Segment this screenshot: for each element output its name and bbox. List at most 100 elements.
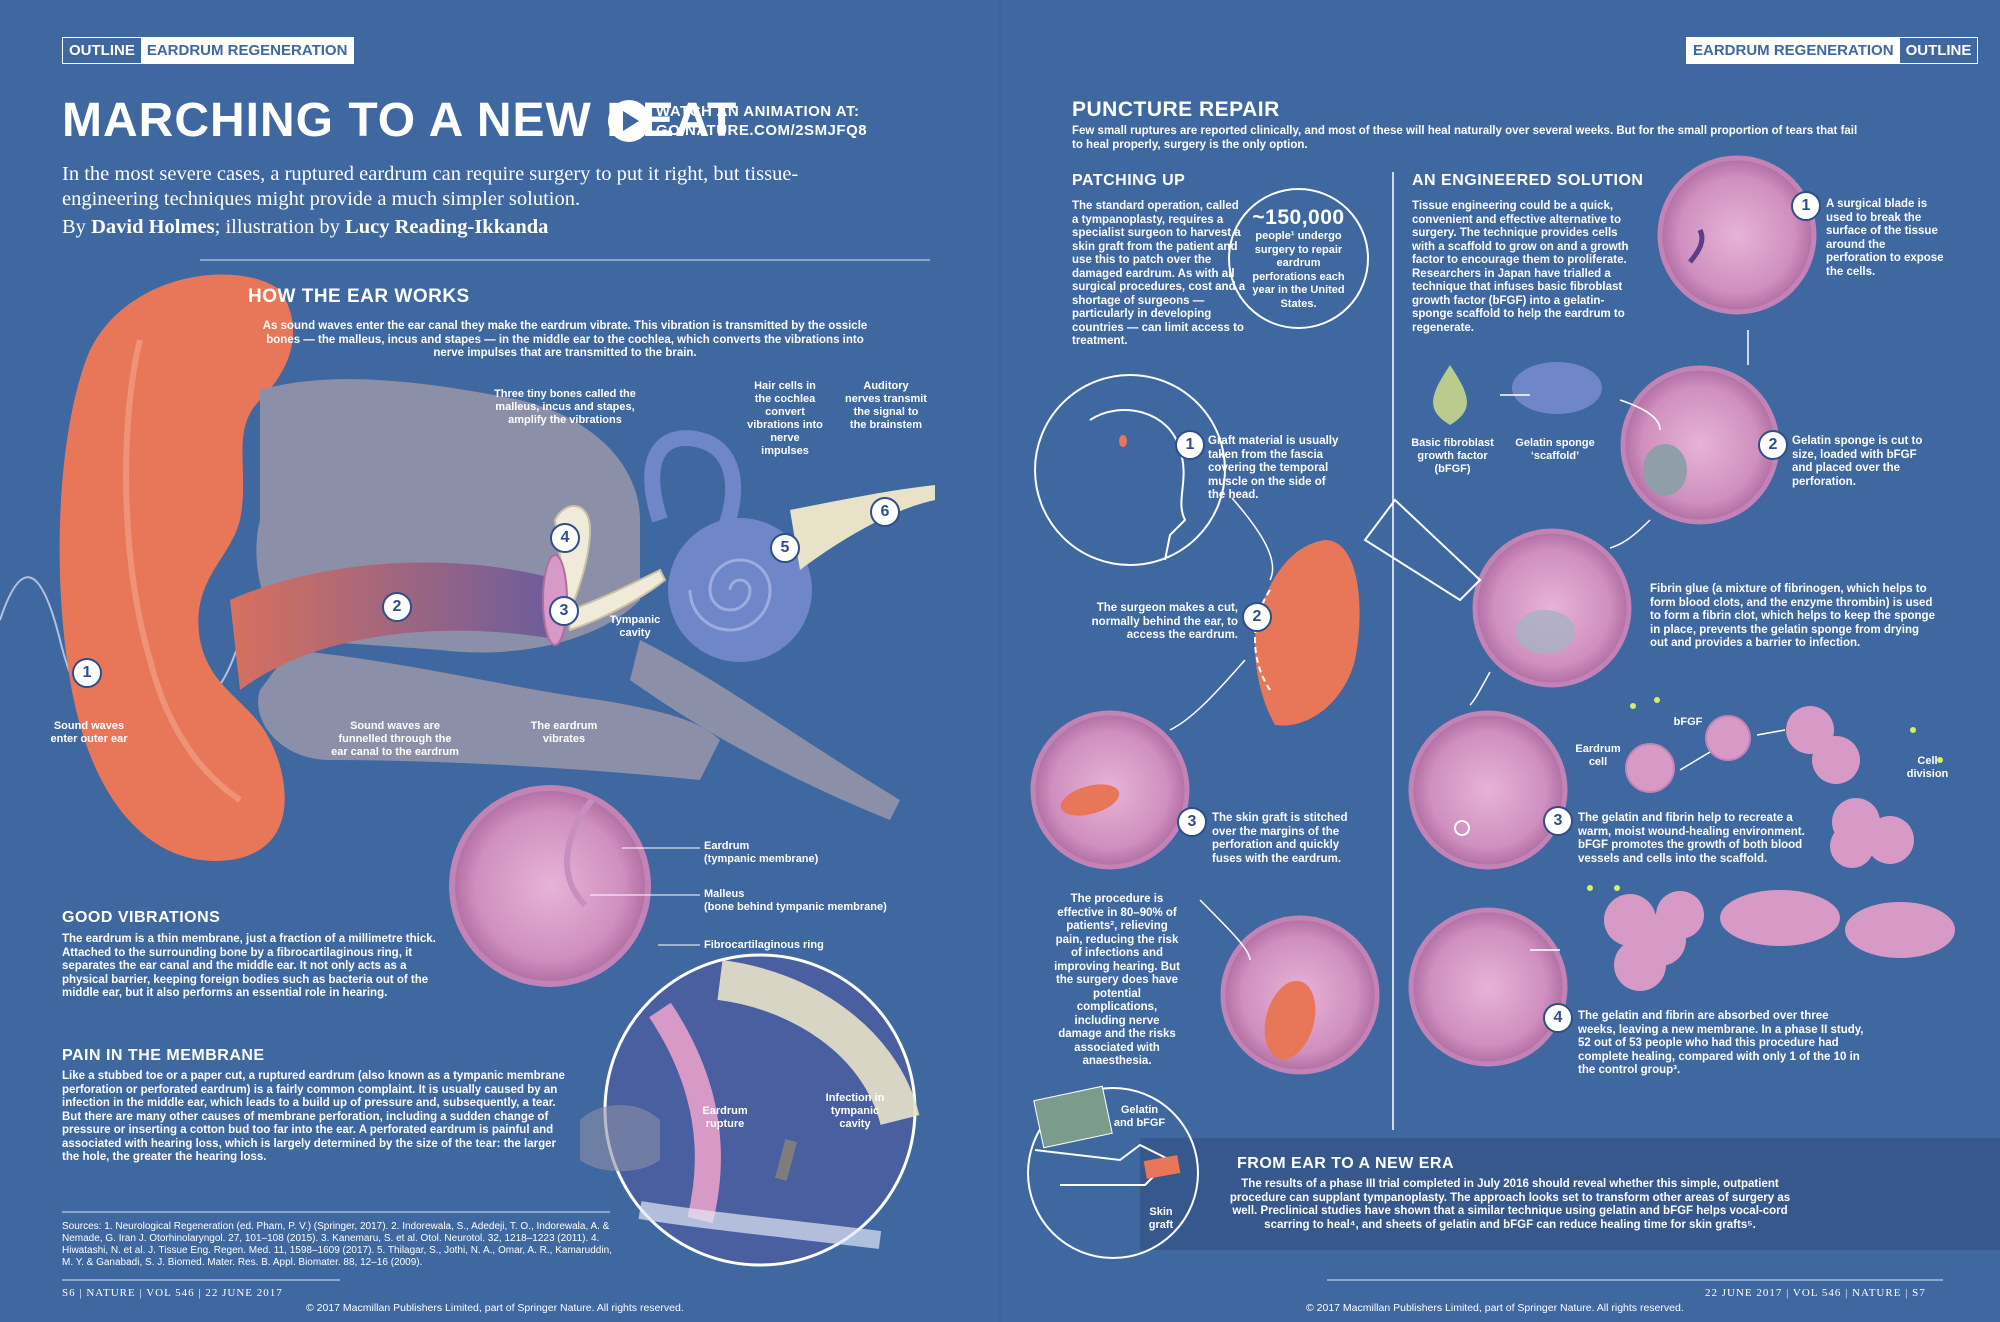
byline-mid: ; illustration by: [214, 216, 346, 238]
watch-line-1: WATCH AN ANIMATION AT:: [656, 103, 860, 120]
eustachian-tube: [630, 640, 900, 820]
good-vibrations-heading: GOOD VIBRATIONS: [62, 909, 221, 926]
patch-step-3-badge: 3: [1177, 807, 1207, 837]
step-6-label: Auditory nerves transmit the signal to t…: [845, 380, 927, 431]
stat-circle: ~150,000 people¹ undergo surgery to repa…: [1228, 188, 1369, 329]
good-vibrations-text: The eardrum is a thin membrane, just a f…: [62, 933, 436, 999]
bfgf-label: Basic fibroblast growth factor (bFGF): [1411, 437, 1494, 475]
eng-step-4-text: The gelatin and fibrin are absorbed over…: [1578, 1010, 1864, 1076]
eardrum-cell: [1625, 743, 1675, 793]
eng-step-1-text: A surgical blade is used to break the su…: [1826, 198, 1944, 278]
outer-ear-shape: [59, 274, 294, 861]
patch-step-2-text: The surgeon makes a cut, normally behind…: [1091, 602, 1238, 641]
patching-heading: PATCHING UP: [1072, 172, 1186, 189]
cell-division-label: Cell division: [1906, 755, 1949, 780]
bfgf-small-label: bFGF: [1673, 716, 1703, 728]
sponge-label: Gelatin sponge ‘scaffold’: [1515, 437, 1595, 462]
play-icon[interactable]: [608, 100, 650, 142]
patch-step-1-badge: 1: [1175, 430, 1205, 460]
step-5-badge: 5: [770, 533, 800, 563]
engineered-heading: AN ENGINEERED SOLUTION: [1412, 172, 1644, 189]
left-section-tag: OUTLINE EARDRUM REGENERATION: [62, 37, 355, 64]
eng-step-1-badge: 1: [1791, 191, 1821, 221]
byline-author: David Holmes: [91, 216, 215, 238]
eng-membrane-3: [1472, 528, 1632, 688]
watch-animation-link[interactable]: WATCH AN ANIMATION AT: GO.NATURE.COM/2SM…: [656, 102, 867, 140]
skin-graft-label: Skin graft: [1148, 1206, 1174, 1231]
footer-left: S6 | NATURE | VOL 546 | 22 JUNE 2017: [62, 1287, 283, 1299]
right-outline-tag: OUTLINE: [1905, 42, 1972, 59]
surgery-ear: [1255, 540, 1360, 726]
head-outline: [1034, 374, 1226, 566]
step-4-label: Three tiny bones called the malleus, inc…: [494, 388, 636, 426]
right-section-label: EARDRUM REGENERATION: [1687, 38, 1900, 63]
eng-membrane-2: [1620, 365, 1780, 525]
patch-step-2-badge: 2: [1242, 602, 1272, 632]
sources-text: Sources: 1. Neurological Regeneration (e…: [62, 1221, 612, 1268]
byline-illustrator: Lucy Reading-Ikkanda: [345, 216, 549, 238]
byline: By David Holmes; illustration by Lucy Re…: [62, 216, 548, 239]
fibrin-text: Fibrin glue (a mixture of fibrinogen, wh…: [1650, 583, 1935, 649]
stat-value: ~150,000: [1252, 206, 1345, 229]
eng-step-4-badge: 4: [1543, 1003, 1573, 1033]
patch-step-3-text: The skin graft is stitched over the marg…: [1212, 812, 1348, 865]
malleus-label-main: Malleus: [704, 888, 745, 900]
rupture-label: Eardrum rupture: [702, 1105, 748, 1130]
how-ear-works-heading: HOW THE EAR WORKS: [248, 286, 470, 307]
eng-membrane-1: [1657, 155, 1817, 315]
tympanic-cavity-label: Tympanic cavity: [609, 614, 661, 639]
eng-step-3-badge: 3: [1543, 806, 1573, 836]
byline-by: By: [62, 216, 92, 238]
step-2-label: Sound waves are funnelled through the ea…: [331, 720, 459, 758]
pain-heading: PAIN IN THE MEMBRANE: [62, 1047, 265, 1064]
gelatin-bfgf-label: Gelatin and bFGF: [1113, 1104, 1166, 1129]
engineered-text: Tissue engineering could be a quick, con…: [1412, 200, 1629, 334]
watch-line-2[interactable]: GO.NATURE.COM/2SMJFQ8: [656, 122, 868, 139]
eardrum-cell-label: Eardrum cell: [1575, 743, 1621, 768]
patch-outcome-text: The procedure is effective in 80–90% of …: [1054, 893, 1180, 1067]
step-6-badge: 6: [870, 497, 900, 527]
eng-step-2-text: Gelatin sponge is cut to size, loaded wi…: [1792, 435, 1923, 488]
gelatin-sponge: [1512, 362, 1602, 414]
semicircular-canals: [644, 430, 742, 544]
step-3-badge: 3: [549, 596, 579, 626]
ring-label: Fibrocartilaginous ring: [704, 939, 824, 951]
puncture-text: Few small ruptures are reported clinical…: [1072, 125, 1858, 151]
copyright-left: © 2017 Macmillan Publishers Limited, par…: [306, 1302, 684, 1314]
eardrum-illustration: [449, 785, 651, 987]
stat-text: people¹ undergo surgery to repair eardru…: [1252, 230, 1345, 310]
step-1-badge: 1: [72, 658, 102, 688]
pain-text: Like a stubbed toe or a paper cut, a rup…: [62, 1070, 565, 1163]
ear-canal: [230, 562, 560, 690]
eng-step-3-text: The gelatin and fibrin help to recreate …: [1578, 812, 1805, 865]
footer-right: 22 JUNE 2017 | VOL 546 | NATURE | S7: [1705, 1287, 1926, 1299]
patching-text: The standard operation, called a tympano…: [1072, 200, 1246, 347]
new-era-text: The results of a phase III trial complet…: [1229, 1178, 1791, 1231]
patch-step-1-text: Graft material is usually taken from the…: [1208, 435, 1339, 501]
eng-membrane-5: [1408, 907, 1568, 1067]
eng-step-2-badge: 2: [1758, 430, 1788, 460]
malleus-label-sub: (bone behind tympanic membrane): [704, 901, 887, 913]
step-4-badge: 4: [550, 523, 580, 553]
new-era-heading: FROM EAR TO A NEW ERA: [1237, 1155, 1455, 1172]
section-tag: EARDRUM REGENERATION: [140, 38, 354, 63]
copyright-right: © 2017 Macmillan Publishers Limited, par…: [1306, 1302, 1684, 1314]
glue-syringe: [1363, 498, 1482, 602]
how-ear-works-text: As sound waves enter the ear canal they …: [262, 320, 868, 359]
ossicles: [553, 505, 667, 632]
eardrum-label-sub: (tympanic membrane): [704, 853, 819, 865]
right-section-tag: EARDRUM REGENERATION OUTLINE: [1686, 37, 1979, 64]
outline-tag: OUTLINE: [69, 42, 135, 59]
eardrum-label: Eardrum (tympanic membrane): [704, 840, 818, 866]
bfgf-drop: [1433, 365, 1467, 425]
infection-label: Infection in tympanic cavity: [825, 1092, 885, 1130]
eardrum-label-main: Eardrum: [704, 840, 750, 852]
puncture-heading: PUNCTURE REPAIR: [1072, 98, 1280, 121]
step-3-label: The eardrum vibrates: [530, 720, 598, 745]
intro-text: In the most severe cases, a ruptured ear…: [62, 163, 799, 210]
auditory-nerve: [790, 485, 935, 570]
step-1-label: Sound waves enter outer ear: [50, 720, 128, 745]
eng-membrane-4: [1408, 710, 1568, 870]
malleus-label: Malleus (bone behind tympanic membrane): [704, 888, 887, 914]
step-5-label: Hair cells in the cochlea convert vibrat…: [747, 380, 823, 457]
